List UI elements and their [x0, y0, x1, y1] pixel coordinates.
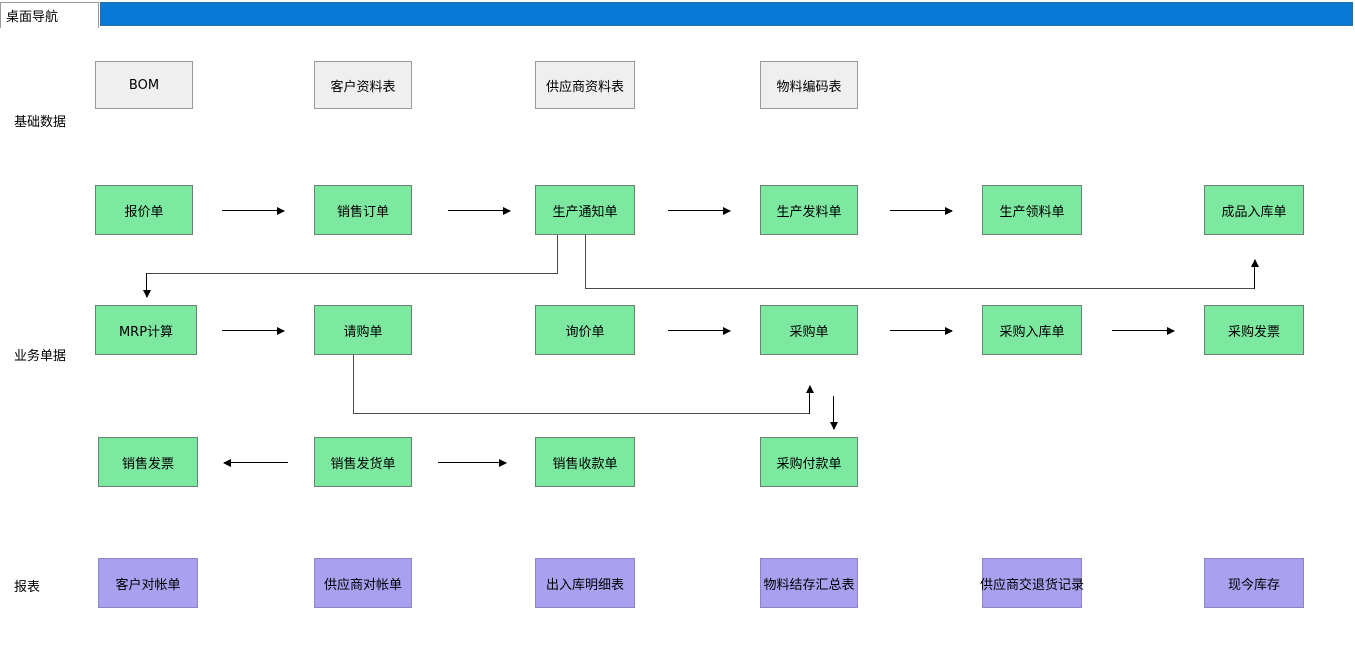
arrow-production-notice-to-issue [668, 206, 731, 215]
node-inout-stock-detail[interactable]: 出入库明细表 [535, 558, 635, 608]
node-sales-invoice[interactable]: 销售发票 [98, 437, 198, 487]
node-purchase-invoice[interactable]: 采购发票 [1204, 305, 1304, 355]
connector-purchase-request-stem [353, 355, 354, 413]
node-sales-receipt[interactable]: 销售收款单 [535, 437, 635, 487]
node-material-balance-summary[interactable]: 物料结存汇总表 [760, 558, 858, 608]
node-purchase-payment[interactable]: 采购付款单 [760, 437, 858, 487]
node-current-stock[interactable]: 现今库存 [1204, 558, 1304, 608]
node-customer-statement[interactable]: 客户对帐单 [98, 558, 198, 608]
arrow-inquiry-to-purchase-order [668, 326, 731, 335]
node-price-inquiry[interactable]: 询价单 [535, 305, 635, 355]
node-supplier-statement[interactable]: 供应商对帐单 [314, 558, 412, 608]
node-purchase-order[interactable]: 采购单 [760, 305, 858, 355]
arrow-sales-order-to-production-notice [448, 206, 511, 215]
node-purchase-request[interactable]: 请购单 [314, 305, 412, 355]
row-label-business-docs: 业务单据 [14, 349, 67, 364]
node-production-notice[interactable]: 生产通知单 [535, 185, 635, 235]
node-material-code[interactable]: 物料编码表 [760, 61, 858, 109]
connector-request-to-order-horizontal [353, 413, 809, 414]
node-production-picking[interactable]: 生产领料单 [982, 185, 1082, 235]
connector-to-finished-goods-horizontal [585, 288, 1254, 289]
arrow-quotation-to-sales-order [222, 206, 285, 215]
node-sales-delivery[interactable]: 销售发货单 [314, 437, 412, 487]
node-supplier-return-record[interactable]: 供应商交退货记录 [980, 558, 1084, 608]
arrow-delivery-to-sales-receipt [438, 458, 507, 467]
arrow-production-issue-to-picking [890, 206, 953, 215]
node-bom[interactable]: BOM [95, 61, 193, 109]
tab-label: 桌面导航 [6, 10, 59, 25]
arrow-mrp-to-purchase-request [222, 326, 285, 335]
arrow-receipt-to-purchase-invoice [1112, 326, 1175, 335]
node-customer-master[interactable]: 客户资料表 [314, 61, 412, 109]
row-label-base-data: 基础数据 [14, 115, 67, 130]
node-purchase-receipt[interactable]: 采购入库单 [982, 305, 1082, 355]
arrow-up-to-finished-goods-in [1250, 259, 1259, 289]
arrow-purchase-order-to-receipt [890, 326, 953, 335]
arrow-down-to-purchase-payment [829, 396, 838, 430]
node-quotation[interactable]: 报价单 [95, 185, 193, 235]
arrow-up-to-purchase-order [805, 385, 814, 414]
node-sales-order[interactable]: 销售订单 [314, 185, 412, 235]
flow-diagram-canvas: 基础数据 业务单据 报表 BOM 客户资料表 供应商资料表 物料编码表 报价单 … [0, 28, 1355, 663]
arrow-down-to-mrp [142, 273, 151, 298]
row-label-reports: 报表 [14, 580, 41, 595]
node-mrp-calculation[interactable]: MRP计算 [95, 305, 197, 355]
node-production-issue[interactable]: 生产发料单 [760, 185, 858, 235]
connector-production-notice-stem-right [585, 235, 586, 288]
node-finished-goods-in[interactable]: 成品入库单 [1204, 185, 1304, 235]
arrow-delivery-to-sales-invoice [223, 458, 288, 467]
connector-to-mrp-horizontal [146, 273, 558, 274]
tab-desktop-navigation[interactable]: 桌面导航 [0, 2, 99, 28]
tab-bar-background [100, 2, 1353, 26]
node-supplier-master[interactable]: 供应商资料表 [535, 61, 635, 109]
connector-production-notice-stem-left [557, 235, 558, 273]
tab-bar: 桌面导航 [0, 0, 1355, 28]
